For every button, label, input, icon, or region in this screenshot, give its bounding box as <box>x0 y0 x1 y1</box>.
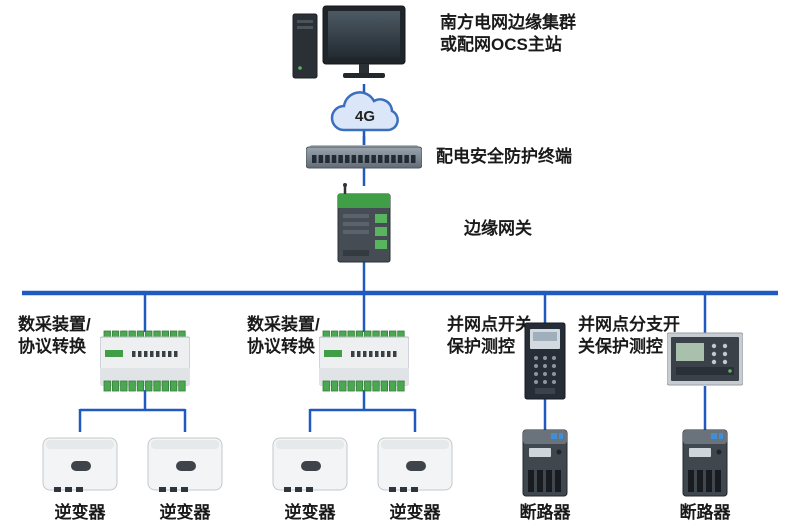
security-terminal-icon <box>306 145 422 169</box>
circuit-breaker-2-label: 断路器 <box>679 503 731 522</box>
inverter-4-icon <box>377 437 453 492</box>
daq2-label-line1: 数采装置/ <box>247 315 320 334</box>
master-station-label-line1: 南方电网边缘集群 <box>440 13 576 32</box>
daq-device-2-icon <box>319 330 409 392</box>
master-station-label-line2: 或配网OCS主站 <box>440 35 562 55</box>
branch-protection-device-icon <box>667 332 743 386</box>
desktop-computer-icon <box>292 5 406 79</box>
daq2-label: 数采装置/ 协议转换 <box>247 314 320 358</box>
pcc-protection-label-line2: 保护测控 <box>447 337 515 357</box>
inverter-2-icon <box>147 437 223 492</box>
pcc-protection-device-icon <box>524 322 566 400</box>
circuit-breaker-1-icon <box>522 429 568 497</box>
daq-device-1-icon <box>100 330 190 392</box>
daq2-label-line2: 协议转换 <box>247 337 315 357</box>
branch-protection-label-line2: 关保护测控 <box>578 337 663 357</box>
inverter-1-label: 逆变器 <box>54 503 106 522</box>
inverter-4-label: 逆变器 <box>389 503 441 522</box>
circuit-breaker-2-icon <box>682 429 728 497</box>
daq1-label-line2: 协议转换 <box>18 337 86 357</box>
inverter-1-icon <box>42 437 118 492</box>
daq1-label-line1: 数采装置/ <box>18 315 91 334</box>
pcc-protection-label: 并网点开关 保护测控 <box>447 314 532 358</box>
inverter-2-label: 逆变器 <box>159 503 211 522</box>
inverter-3-label: 逆变器 <box>284 503 336 522</box>
cloud-4g-icon: 4G <box>330 91 399 132</box>
cloud-4g-label: 4G <box>355 108 375 125</box>
edge-gateway-label: 边缘网关 <box>464 219 532 238</box>
edge-gateway-icon <box>337 183 391 263</box>
branch-protection-label-line1: 并网点分支开 <box>578 315 680 334</box>
security-terminal-label: 配电安全防护终端 <box>436 147 572 166</box>
circuit-breaker-1-label: 断路器 <box>519 503 571 522</box>
branch-protection-label: 并网点分支开 关保护测控 <box>578 314 680 358</box>
daq1-label: 数采装置/ 协议转换 <box>18 314 91 358</box>
pcc-protection-label-line1: 并网点开关 <box>447 315 532 334</box>
inverter-3-icon <box>272 437 348 492</box>
master-station-label: 南方电网边缘集群 或配网OCS主站 <box>440 12 576 56</box>
